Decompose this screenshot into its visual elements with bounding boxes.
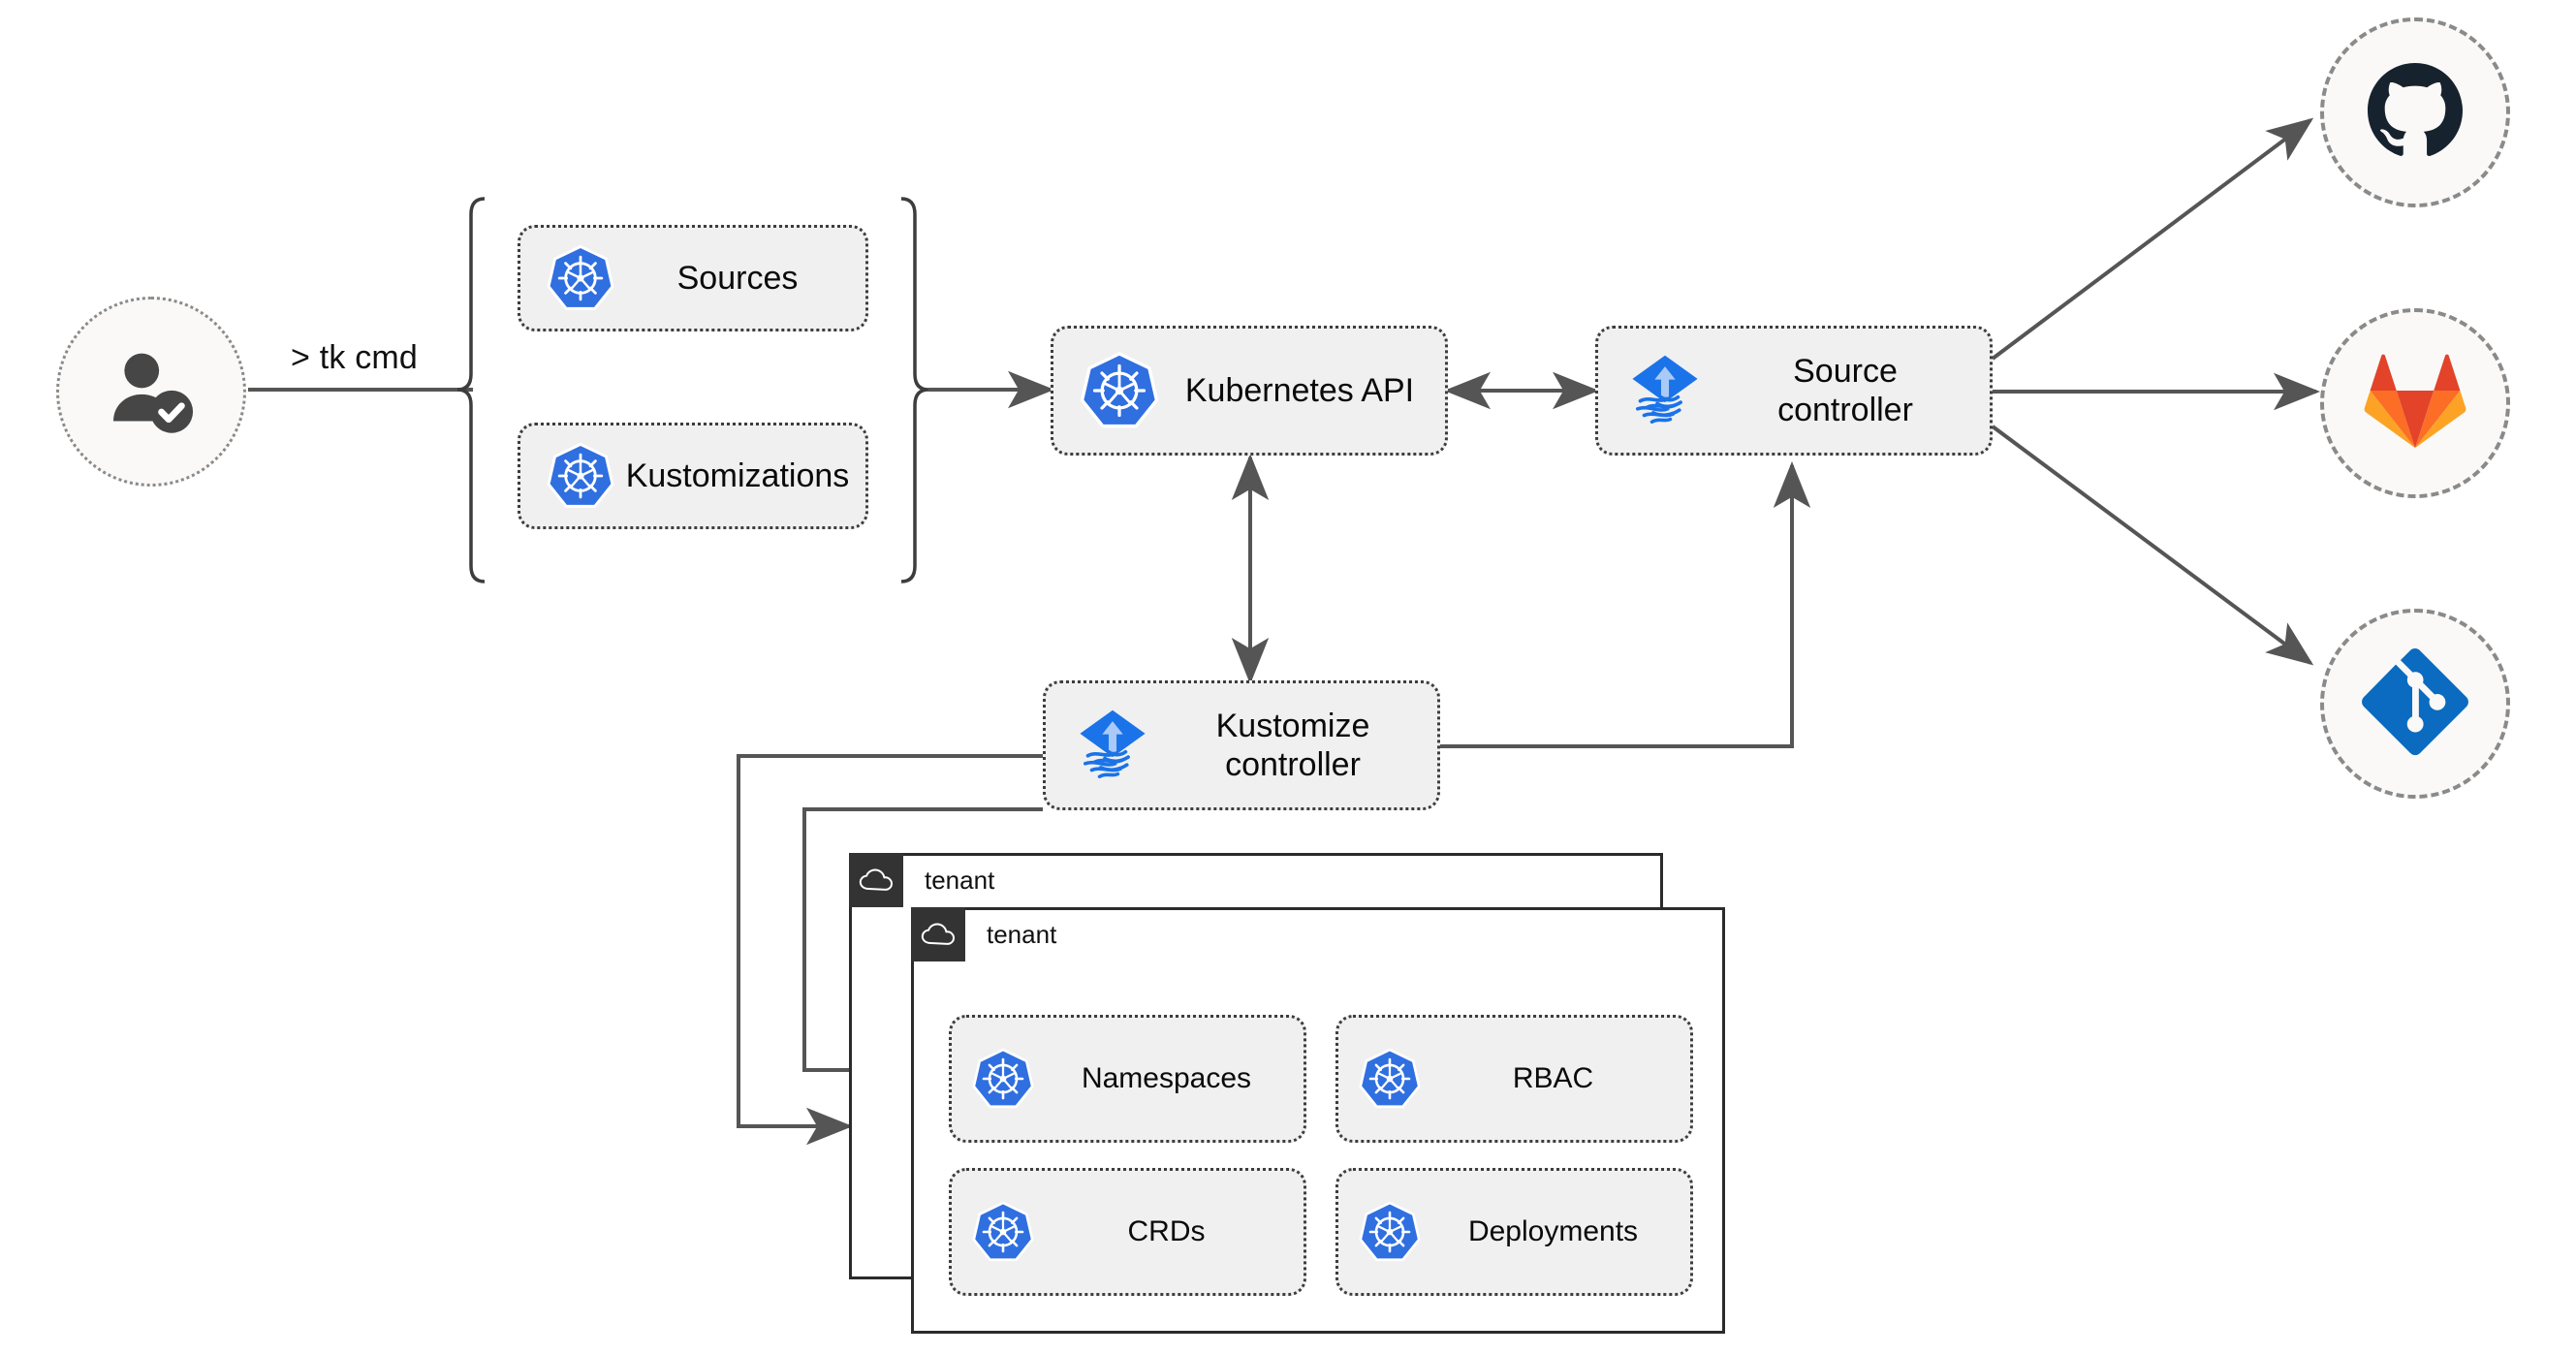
group-brace-right <box>900 197 929 583</box>
tenant-card-2[interactable]: tenant <box>911 907 1725 1334</box>
provider-gitlab[interactable] <box>2320 308 2510 498</box>
node-kustomizations[interactable]: Kustomizations <box>518 423 868 529</box>
kubernetes-icon <box>1079 350 1160 431</box>
node-source-controller[interactable]: Source controller <box>1595 326 1993 456</box>
node-label: Kustomizations <box>625 457 850 494</box>
tenant-label: tenant <box>987 919 1057 949</box>
cloud-icon <box>911 907 965 961</box>
node-namespaces[interactable]: Namespaces <box>949 1015 1306 1143</box>
cloud-icon <box>849 853 903 907</box>
edge-source-to-git <box>1991 425 2314 666</box>
gitlab-icon <box>2362 348 2468 459</box>
node-sources[interactable]: Sources <box>518 225 868 331</box>
node-label: RBAC <box>1512 1062 1594 1095</box>
group-brace-left <box>456 197 486 583</box>
kubernetes-icon <box>971 1047 1035 1111</box>
provider-git[interactable] <box>2320 609 2510 799</box>
tenant-label: tenant <box>925 865 995 895</box>
command-label: > tk cmd <box>291 339 419 376</box>
edge-kustomize-to-source <box>1438 461 1811 748</box>
node-label: Source controller <box>1777 352 1913 428</box>
tenant-tab: tenant <box>849 853 994 907</box>
kubernetes-icon <box>1358 1200 1422 1264</box>
provider-github[interactable] <box>2320 17 2510 207</box>
kubernetes-icon <box>971 1200 1035 1264</box>
node-label: Namespaces <box>1081 1062 1252 1095</box>
node-kubernetes-api[interactable]: Kubernetes API <box>1051 326 1448 456</box>
node-kustomize-controller[interactable]: Kustomize controller <box>1043 680 1440 810</box>
node-label: Kustomize controller <box>1215 707 1370 783</box>
kubernetes-icon <box>546 243 615 313</box>
user-node[interactable] <box>56 297 246 487</box>
kubernetes-icon <box>1358 1047 1422 1111</box>
tenant-resource-grid: Namespaces <box>949 1015 1693 1296</box>
tenant-tab: tenant <box>911 907 1056 961</box>
flux-icon <box>1071 704 1154 787</box>
node-label: Sources <box>676 259 799 297</box>
user-verified-icon <box>101 339 202 445</box>
git-icon <box>2361 647 2469 761</box>
node-rbac[interactable]: RBAC <box>1335 1015 1693 1143</box>
edge-source-to-github <box>1991 117 2314 361</box>
kubernetes-icon <box>546 441 615 511</box>
node-label: Kubernetes API <box>1184 371 1415 409</box>
node-crds[interactable]: CRDs <box>949 1168 1306 1296</box>
node-label: CRDs <box>1127 1215 1206 1248</box>
github-icon <box>2361 56 2469 170</box>
node-deployments[interactable]: Deployments <box>1335 1168 1693 1296</box>
node-label: Deployments <box>1467 1215 1639 1248</box>
flux-icon <box>1623 349 1707 432</box>
